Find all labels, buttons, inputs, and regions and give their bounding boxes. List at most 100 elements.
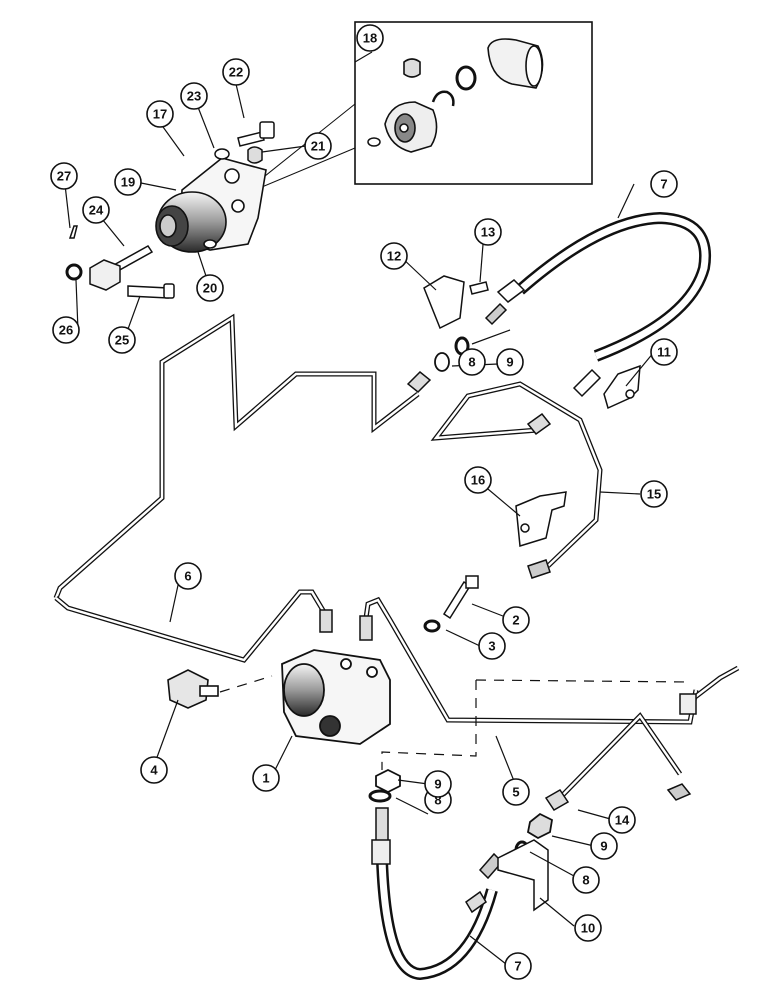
callout-label: 9 bbox=[600, 839, 607, 854]
callout-circle bbox=[52, 316, 80, 344]
callout-label: 18 bbox=[363, 31, 377, 46]
callout-circle bbox=[140, 756, 168, 784]
callout-24: 24 bbox=[82, 196, 110, 224]
push-rod bbox=[65, 225, 175, 299]
mounting-brackets bbox=[423, 275, 641, 912]
callout-circle bbox=[572, 866, 600, 894]
callout-label: 10 bbox=[581, 921, 595, 936]
callout-circle bbox=[502, 778, 530, 806]
callout-group: 1234567788899910111213141516171819202122… bbox=[50, 24, 678, 980]
callout-circle bbox=[196, 274, 224, 302]
callout-label: 12 bbox=[387, 249, 401, 264]
callout-circle bbox=[478, 632, 506, 660]
pressure-switch bbox=[167, 669, 219, 709]
callout-label: 11 bbox=[657, 345, 671, 360]
callout-circle bbox=[424, 770, 452, 798]
callout-label: 14 bbox=[615, 813, 630, 828]
callout-circle bbox=[608, 806, 636, 834]
callout-3: 3 bbox=[478, 632, 506, 660]
callout-2: 2 bbox=[502, 606, 530, 634]
callout-label: 8 bbox=[434, 793, 441, 808]
alignment-lines bbox=[219, 675, 691, 770]
callout-circle bbox=[474, 218, 502, 246]
callout-circle bbox=[222, 58, 250, 86]
callout-10: 10 bbox=[574, 914, 602, 942]
callout-1: 1 bbox=[252, 764, 280, 792]
master-cylinder bbox=[155, 157, 267, 253]
callout-25: 25 bbox=[108, 326, 136, 354]
callout-9: 9 bbox=[424, 770, 452, 798]
callout-8: 8 bbox=[572, 866, 600, 894]
callout-16: 16 bbox=[464, 466, 492, 494]
callout-circle bbox=[504, 952, 532, 980]
callout-18: 18 bbox=[356, 24, 384, 52]
callout-6: 6 bbox=[174, 562, 202, 590]
leader-lines bbox=[63, 51, 655, 965]
callout-13: 13 bbox=[474, 218, 502, 246]
seal-kit-inset bbox=[249, 21, 593, 193]
callout-label: 9 bbox=[434, 777, 441, 792]
callout-14: 14 bbox=[608, 806, 636, 834]
callout-circle bbox=[502, 606, 530, 634]
callout-19: 19 bbox=[114, 168, 142, 196]
callout-label: 25 bbox=[115, 333, 129, 348]
callout-label: 7 bbox=[660, 177, 667, 192]
callout-circle bbox=[174, 562, 202, 590]
callout-circle bbox=[180, 82, 208, 110]
callout-label: 21 bbox=[311, 139, 325, 154]
callout-7: 7 bbox=[650, 170, 678, 198]
callout-circle bbox=[114, 168, 142, 196]
callout-label: 9 bbox=[506, 355, 513, 370]
callout-label: 7 bbox=[514, 959, 521, 974]
callout-label: 5 bbox=[512, 785, 519, 800]
callout-circle bbox=[304, 132, 332, 160]
callout-circle bbox=[146, 100, 174, 128]
callout-label: 17 bbox=[153, 107, 167, 122]
callout-label: 3 bbox=[488, 639, 495, 654]
callout-circle bbox=[82, 196, 110, 224]
callout-5: 5 bbox=[502, 778, 530, 806]
callout-circle bbox=[356, 24, 384, 52]
callout-label: 8 bbox=[468, 355, 475, 370]
callout-23: 23 bbox=[180, 82, 208, 110]
callout-circle bbox=[252, 764, 280, 792]
callout-22: 22 bbox=[222, 58, 250, 86]
brake-pipe-5 bbox=[363, 596, 699, 725]
callout-8: 8 bbox=[458, 348, 486, 376]
callout-17: 17 bbox=[146, 100, 174, 128]
callout-12: 12 bbox=[380, 242, 408, 270]
callout-20: 20 bbox=[196, 274, 224, 302]
callout-label: 22 bbox=[229, 65, 243, 80]
callout-circle bbox=[650, 338, 678, 366]
callout-label: 24 bbox=[89, 203, 104, 218]
callout-circle bbox=[640, 480, 668, 508]
callout-7: 7 bbox=[504, 952, 532, 980]
pipe-fittings bbox=[319, 279, 697, 914]
callout-circle bbox=[108, 326, 136, 354]
callout-4: 4 bbox=[140, 756, 168, 784]
callout-11: 11 bbox=[650, 338, 678, 366]
callout-9: 9 bbox=[496, 348, 524, 376]
bolt-2-washer-3 bbox=[423, 575, 479, 633]
callout-label: 1 bbox=[262, 771, 269, 786]
mounting-bolt bbox=[214, 121, 275, 164]
brake-pipe-14 bbox=[550, 712, 683, 808]
callout-label: 6 bbox=[184, 569, 191, 584]
callout-circle bbox=[590, 832, 618, 860]
callout-circle bbox=[496, 348, 524, 376]
flexible-hose-7-upper bbox=[516, 211, 711, 362]
callout-circle bbox=[464, 466, 492, 494]
callout-circle bbox=[574, 914, 602, 942]
brake-pipe-6-lower bbox=[54, 589, 327, 663]
callout-21: 21 bbox=[304, 132, 332, 160]
callout-circle bbox=[380, 242, 408, 270]
callout-circle bbox=[50, 162, 78, 190]
brake-pipe-6 bbox=[53, 313, 420, 599]
callout-15: 15 bbox=[640, 480, 668, 508]
callout-circle bbox=[458, 348, 486, 376]
callout-label: 23 bbox=[187, 89, 201, 104]
callout-label: 16 bbox=[471, 473, 485, 488]
callout-label: 19 bbox=[121, 175, 135, 190]
